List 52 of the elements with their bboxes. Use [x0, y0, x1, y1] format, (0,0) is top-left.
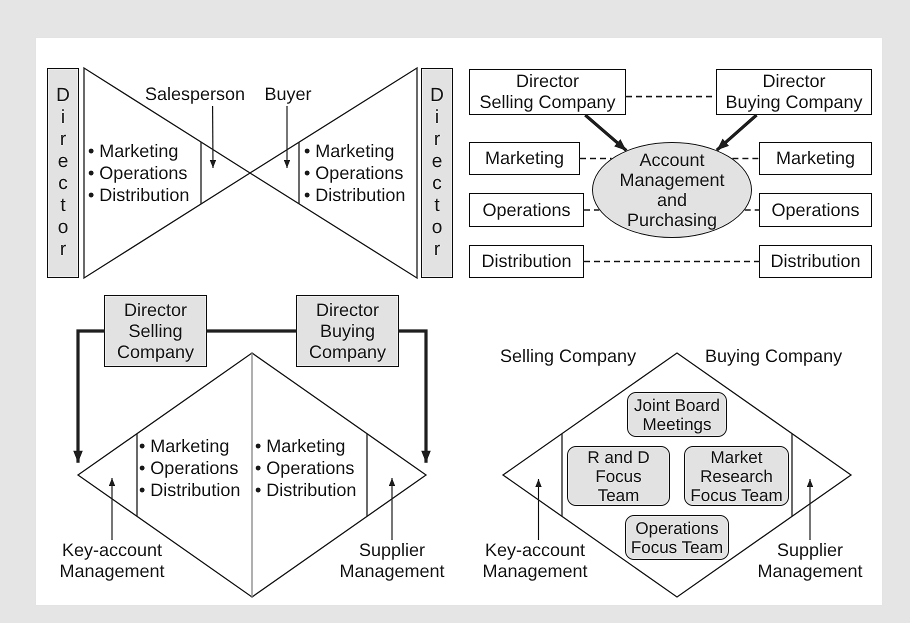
director-box: Director Selling Company	[104, 295, 207, 367]
bullet-item: • Marketing	[255, 435, 346, 457]
dashed-connector	[580, 158, 612, 160]
director-box: Director Selling Company	[469, 69, 626, 115]
director-box: Director Buying Company	[716, 69, 872, 115]
team-box: Joint Board Meetings	[627, 392, 727, 437]
arrow	[388, 478, 396, 540]
arrow	[399, 329, 431, 463]
arrow	[806, 479, 814, 540]
bullet-item: • Distribution	[255, 479, 356, 501]
role-label: Key-account Management	[476, 540, 594, 584]
director-bar: Director	[421, 68, 453, 278]
arrow	[716, 114, 758, 152]
side-label: Buying Company	[705, 345, 842, 367]
director-box: Director Buying Company	[296, 295, 399, 367]
dashed-connector	[584, 260, 759, 262]
bullet-item: • Marketing	[139, 435, 230, 457]
bullet-item: • Distribution	[139, 479, 240, 501]
dashed-connector	[584, 209, 600, 211]
function-box: Operations	[469, 193, 584, 227]
arrow	[210, 106, 216, 168]
dashed-connector	[744, 209, 759, 211]
team-box: Operations Focus Team	[625, 515, 729, 560]
team-box: Market Research Focus Team	[684, 446, 789, 506]
bullet-item: • Operations	[139, 457, 238, 479]
arrow	[73, 329, 104, 463]
function-box: Distribution	[469, 245, 584, 278]
dashed-connector	[732, 158, 759, 160]
role-label: Buyer	[262, 84, 314, 106]
arrow	[584, 114, 628, 152]
function-box: Operations	[759, 193, 872, 227]
bullet-item: • Operations	[304, 162, 404, 184]
connector-line	[207, 329, 296, 333]
bullet-item: • Operations	[255, 457, 354, 479]
side-label: Selling Company	[500, 345, 636, 367]
function-box: Marketing	[759, 142, 872, 175]
bullet-item: • Distribution	[304, 184, 406, 206]
function-box: Distribution	[759, 245, 872, 278]
director-bar: Director	[47, 68, 79, 278]
role-label: Salesperson	[140, 84, 250, 106]
function-box: Marketing	[469, 142, 580, 175]
role-label: Key-account Management	[50, 540, 174, 584]
role-label: Supplier Management	[334, 540, 450, 584]
arrow	[108, 478, 116, 540]
bullet-item: • Marketing	[304, 140, 394, 162]
arrow	[535, 479, 542, 540]
team-box: R and D Focus Team	[567, 446, 670, 506]
arrow	[284, 106, 290, 168]
bullet-item: • Marketing	[88, 140, 178, 162]
bullet-item: • Distribution	[88, 184, 190, 206]
bullet-item: • Operations	[88, 162, 188, 184]
role-label: Supplier Management	[752, 540, 868, 584]
